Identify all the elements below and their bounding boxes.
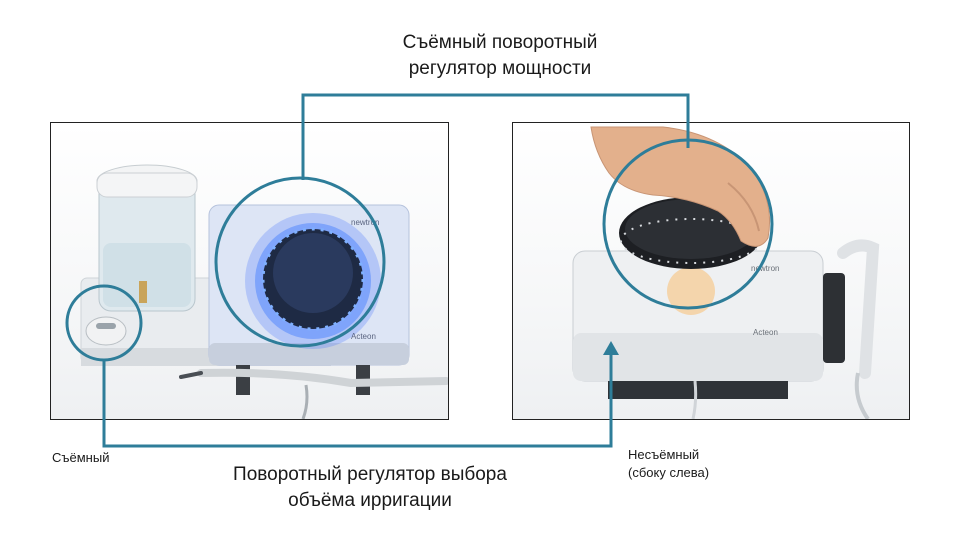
left-power-knob-highlight bbox=[214, 176, 386, 348]
callout-line-2: объёма ирригации bbox=[288, 490, 452, 511]
photo-left-device: newtron Acteon bbox=[50, 122, 449, 420]
device-illustration-left: newtron Acteon bbox=[80, 164, 448, 419]
photo-right-device: newtron Acteon bbox=[512, 122, 910, 420]
device-illustration-right: newtron Acteon bbox=[572, 126, 880, 419]
caption-fixed: Несъёмный (сбоку слева) bbox=[628, 446, 709, 482]
caption-line-2: (сбоку слева) bbox=[628, 465, 710, 480]
arrow-head bbox=[603, 341, 619, 355]
caption-line-1: Несъёмный bbox=[628, 447, 700, 462]
right-power-knob-highlight bbox=[602, 138, 774, 310]
callout-line-1: Съёмный поворотный bbox=[402, 32, 598, 53]
device-brand-label-right: newtron bbox=[751, 264, 779, 273]
device-maker-label-right: Acteon bbox=[753, 328, 778, 337]
irrigation-knob-callout-title: Поворотный регулятор выбора объёма ирриг… bbox=[170, 462, 570, 514]
irrigation-callout-connector bbox=[102, 353, 613, 448]
power-callout-connector bbox=[301, 93, 690, 180]
caption-removable: Съёмный bbox=[52, 450, 110, 465]
power-knob-callout-title: Съёмный поворотный регулятор мощности bbox=[300, 30, 700, 82]
callout-line-1: Поворотный регулятор выбора bbox=[233, 464, 507, 485]
callout-line-2: регулятор мощности bbox=[408, 58, 592, 79]
device-maker-label: Acteon bbox=[351, 332, 376, 341]
left-irrigation-knob-highlight bbox=[65, 284, 143, 362]
device-brand-label: newtron bbox=[351, 218, 379, 227]
